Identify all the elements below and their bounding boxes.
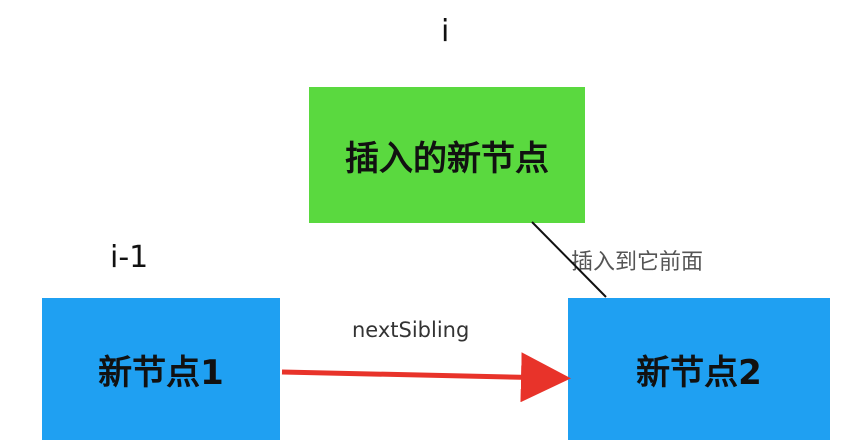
new-node-1-label: 新节点1 [98, 352, 224, 393]
new-node-2-label: 新节点2 [636, 352, 762, 393]
index-prev-label: i-1 [110, 240, 149, 275]
new-node-1-box: 新节点1 [42, 298, 280, 440]
insert-before-label: 插入到它前面 [571, 250, 704, 275]
next-sibling-label: nextSibling [352, 318, 470, 342]
inserted-node-label: 插入的新节点 [345, 138, 549, 179]
next-sibling-arrow [281, 352, 571, 403]
index-i-label: i [441, 14, 450, 49]
new-node-2-box: 新节点2 [568, 298, 830, 440]
inserted-node-box: 插入的新节点 [309, 87, 585, 223]
